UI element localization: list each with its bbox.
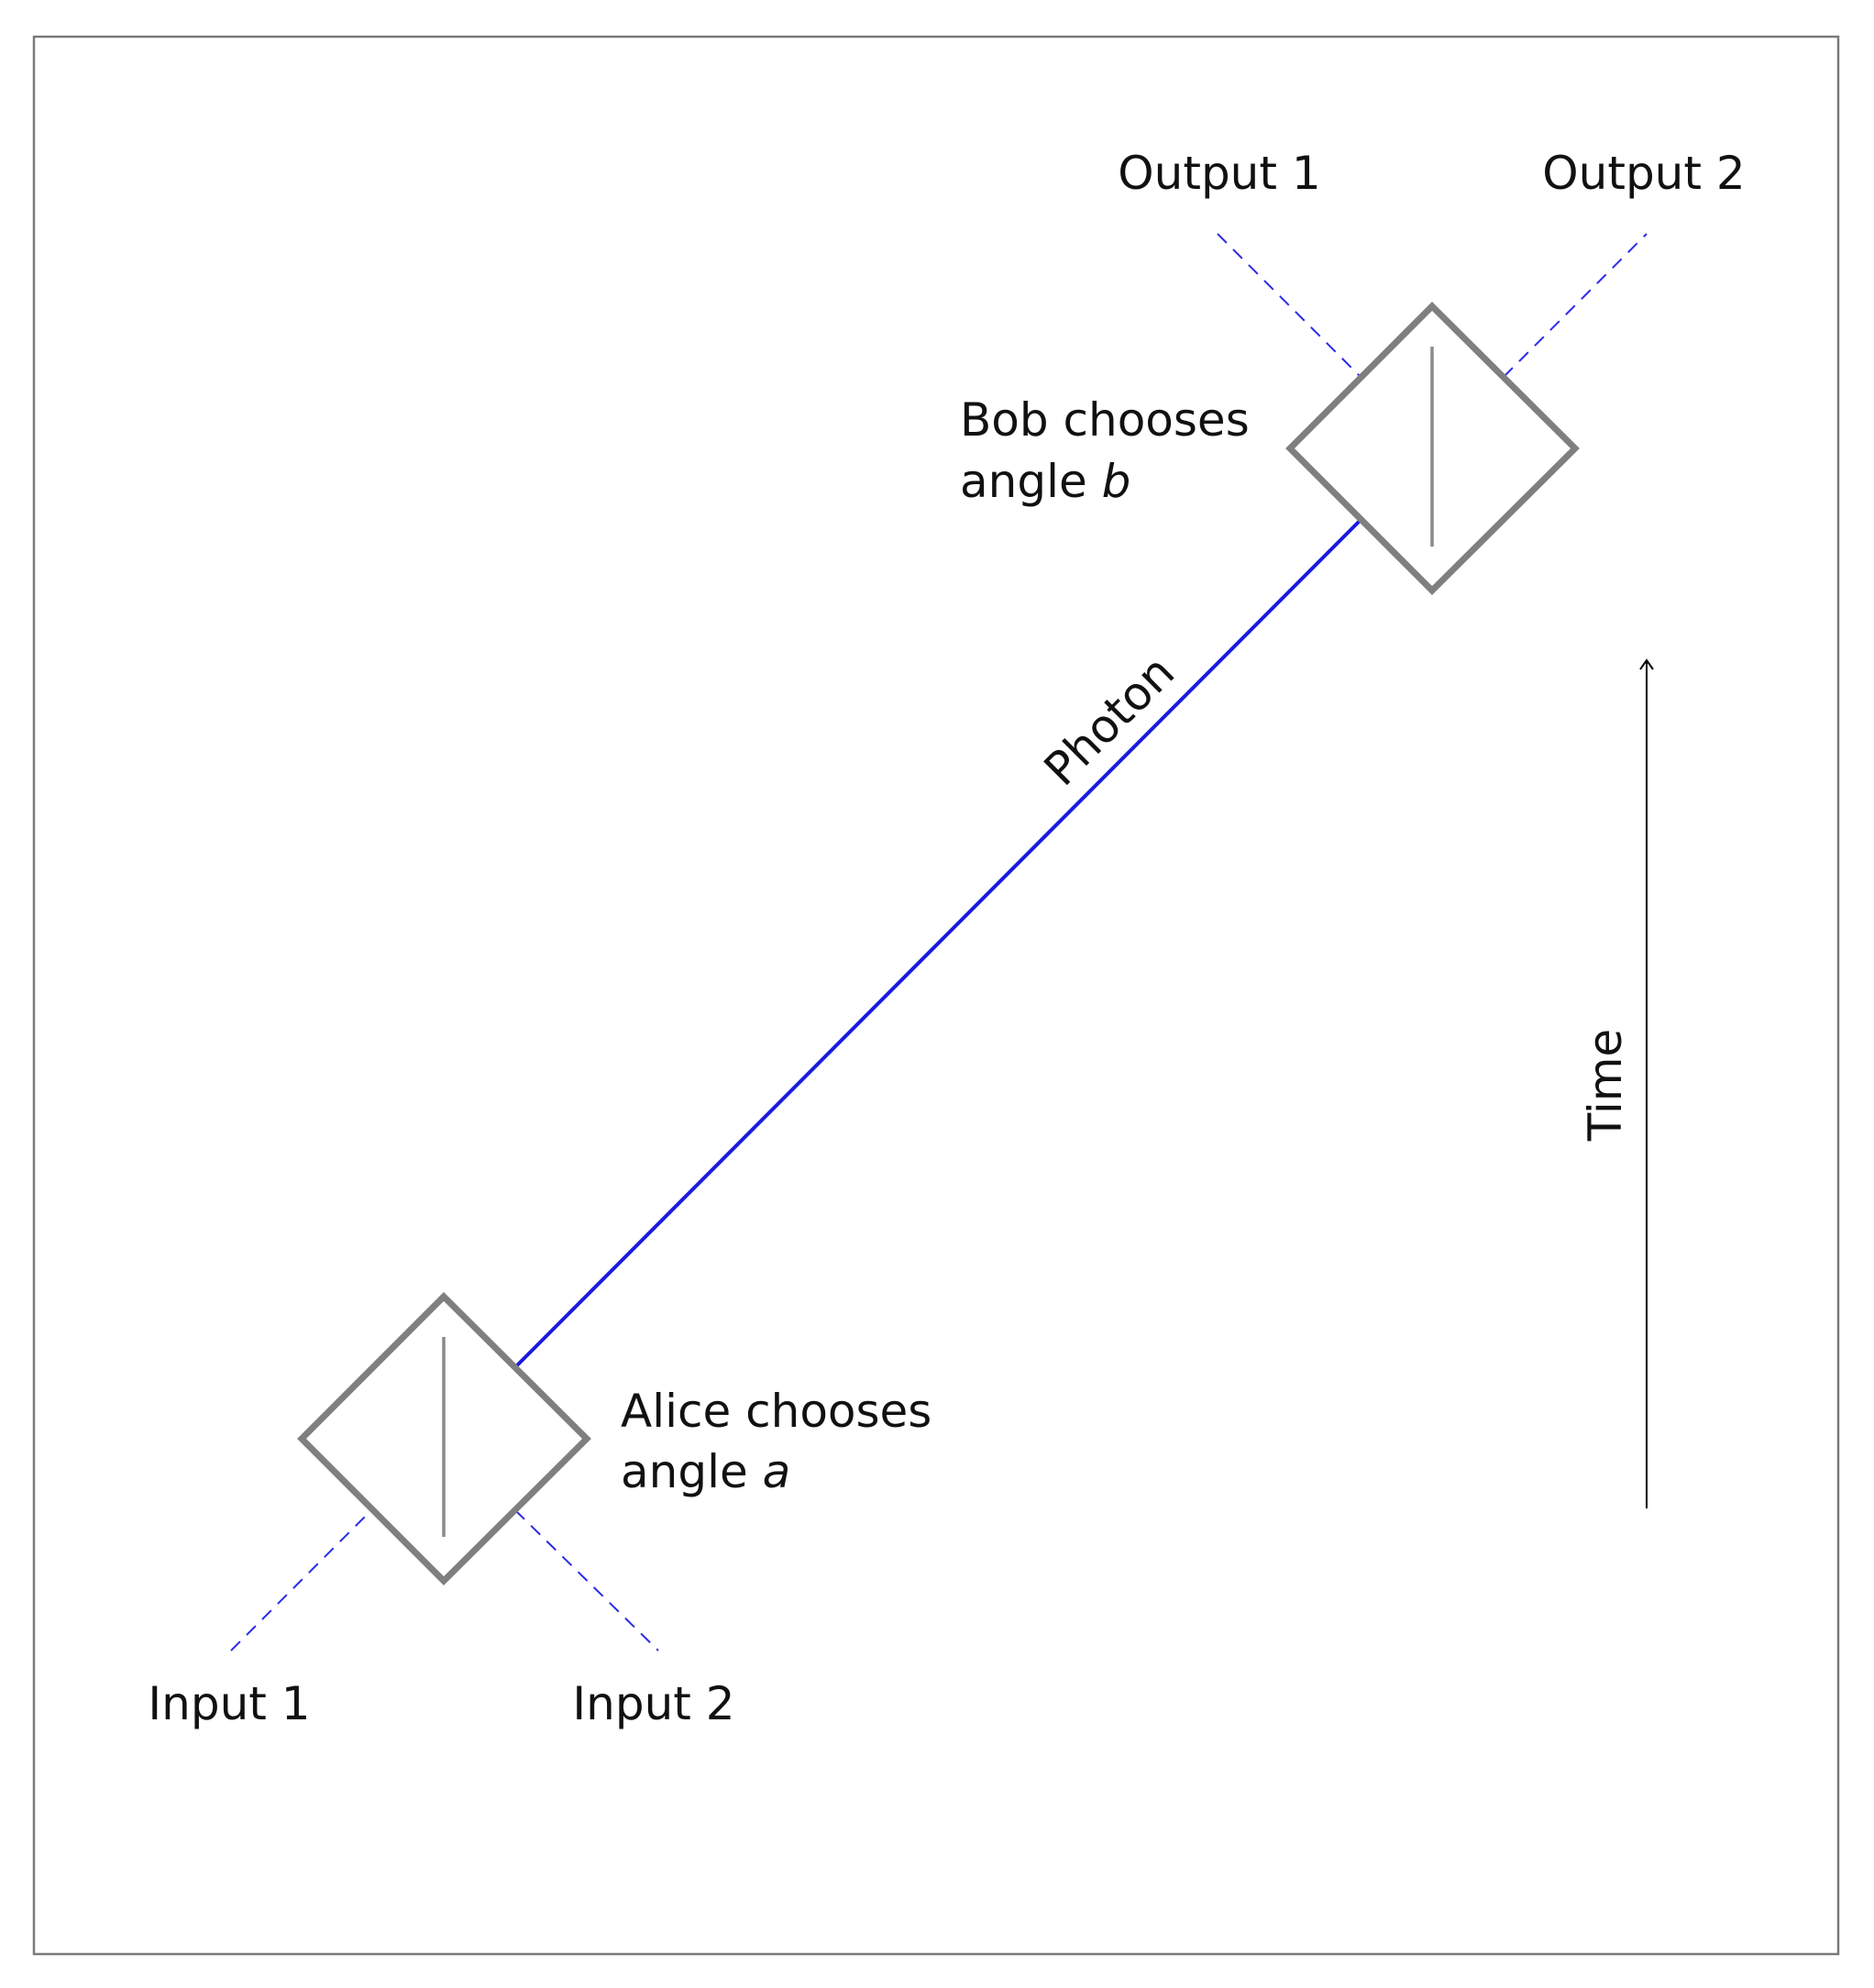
alice-caption-line-2: angle a [621,1445,790,1498]
output-1-port [1217,233,1361,378]
alice-caption: Alice chooses angle a [621,1385,931,1498]
input-1-label: Input 1 [148,1677,310,1730]
alice-beam-splitter-box [297,1292,591,1585]
alice-caption-line-1: Alice chooses [621,1385,931,1438]
time-axis-arrowhead [1639,658,1654,670]
bob-angle-variable: b [1102,455,1131,508]
bob-beam-splitter-box [1285,302,1580,595]
output-1-label: Output 1 [1118,147,1320,200]
input-1-port [230,1509,372,1651]
bob-caption-line-2: angle b [960,455,1130,508]
diagram-frame [32,35,1840,1956]
bob-caption-angle-text: angle [960,455,1102,508]
output-2-label: Output 2 [1542,147,1745,200]
input-2-label: Input 2 [572,1677,734,1730]
bob-caption-line-1: Bob chooses [960,393,1250,447]
output-2-port [1503,233,1648,378]
alice-caption-angle-text: angle [621,1445,763,1498]
time-label: Time [1579,1029,1632,1142]
input-2-port [514,1509,659,1651]
bob-caption: Bob chooses angle b [960,393,1250,508]
alice-beam-splitter [297,1292,591,1585]
photon-beam [513,518,1362,1369]
alice-angle-variable: a [763,1445,791,1498]
bob-beam-splitter [1285,302,1580,595]
